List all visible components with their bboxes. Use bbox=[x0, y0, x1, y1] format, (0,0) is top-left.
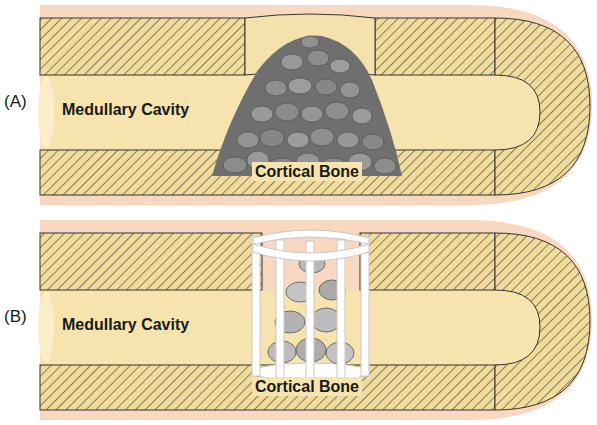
cage-implant bbox=[252, 230, 369, 382]
region-label: Cortical Bone bbox=[252, 162, 362, 181]
panel-letter: (A) bbox=[4, 92, 27, 112]
region-label: Cortical Bone bbox=[252, 377, 362, 396]
bone-b bbox=[38, 220, 592, 420]
region-label: Medullary Cavity bbox=[62, 100, 189, 119]
bone-a bbox=[38, 5, 592, 205]
bone-graft-granules bbox=[212, 36, 402, 176]
region-label: Medullary Cavity bbox=[62, 315, 189, 334]
panel-letter: (B) bbox=[4, 307, 27, 327]
